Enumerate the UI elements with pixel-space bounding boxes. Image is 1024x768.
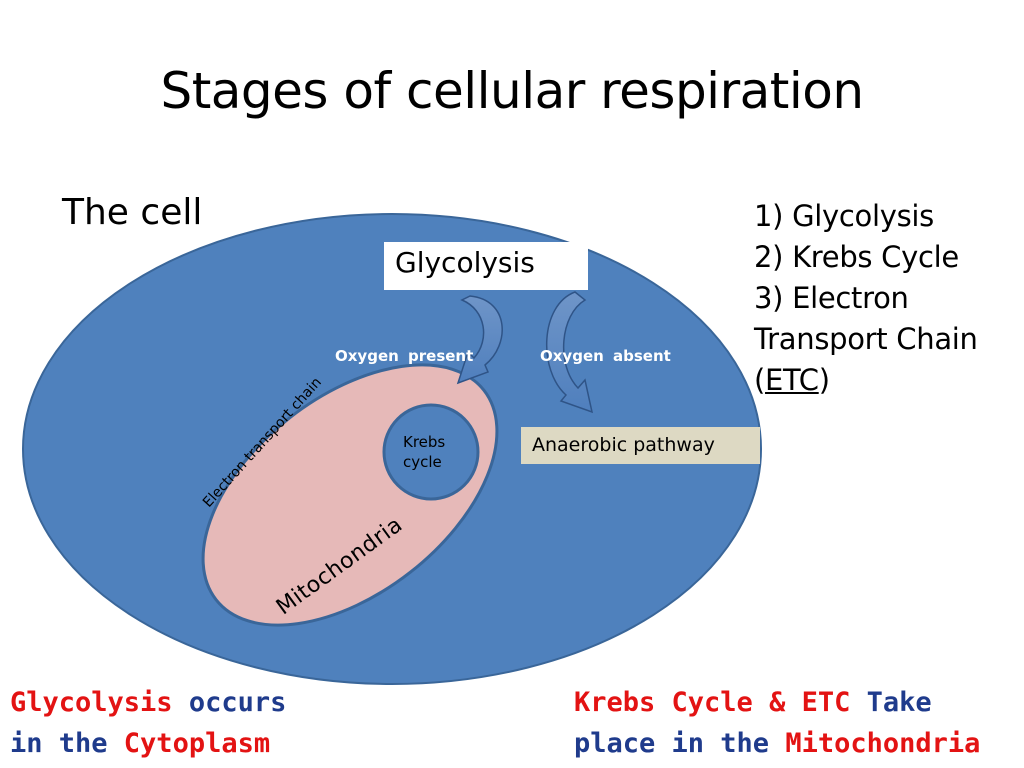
abbrev-open: (: [754, 363, 766, 397]
abbrev-etc: ETC: [765, 363, 819, 397]
anaerobic-pathway-box: Anaerobic pathway: [521, 427, 760, 464]
stage-item: 2) Krebs Cycle: [754, 240, 959, 274]
cell-label: The cell: [62, 192, 203, 233]
note-left-blue-2: in the: [10, 728, 124, 759]
stage-item: 3) Electron: [754, 281, 909, 315]
note-right-blue-2: place in the: [574, 728, 786, 759]
krebs-label-line1: Krebs: [403, 433, 446, 451]
note-right-red-1: Krebs Cycle & ETC: [574, 687, 851, 718]
glycolysis-box: Glycolysis: [384, 242, 588, 290]
slide-title: Stages of cellular respiration: [160, 62, 864, 120]
note-left-red-1: Glycolysis: [10, 687, 173, 718]
krebs-circle: [382, 403, 480, 501]
oxygen-absent-label: Oxygen absent: [540, 347, 671, 365]
krebs-cycle-label: Krebs cycle: [403, 432, 445, 472]
oxygen-absent-arrow: [546, 291, 594, 414]
note-right-red-2: Mitochondria: [785, 728, 981, 759]
krebs-etc-location-note: Krebs Cycle & ETC Take place in the Mito…: [574, 682, 980, 764]
abbrev-close: ): [818, 363, 830, 397]
glycolysis-location-note: Glycolysis occurs in the Cytoplasm: [10, 682, 286, 764]
stage-abbrev: (ETC): [754, 360, 978, 401]
stage-list: 1) Glycolysis 2) Krebs Cycle 3) Electron…: [754, 196, 978, 401]
note-left-blue-1: occurs: [172, 687, 287, 718]
stage-item: Transport Chain: [754, 322, 978, 356]
note-right-blue-1: Take: [850, 687, 932, 718]
note-left-red-2: Cytoplasm: [123, 728, 271, 759]
krebs-label-line2: cycle: [403, 453, 442, 471]
oxygen-present-label: Oxygen present: [335, 347, 474, 365]
oxygen-present-arrow: [456, 295, 503, 385]
stage-item: 1) Glycolysis: [754, 199, 934, 233]
